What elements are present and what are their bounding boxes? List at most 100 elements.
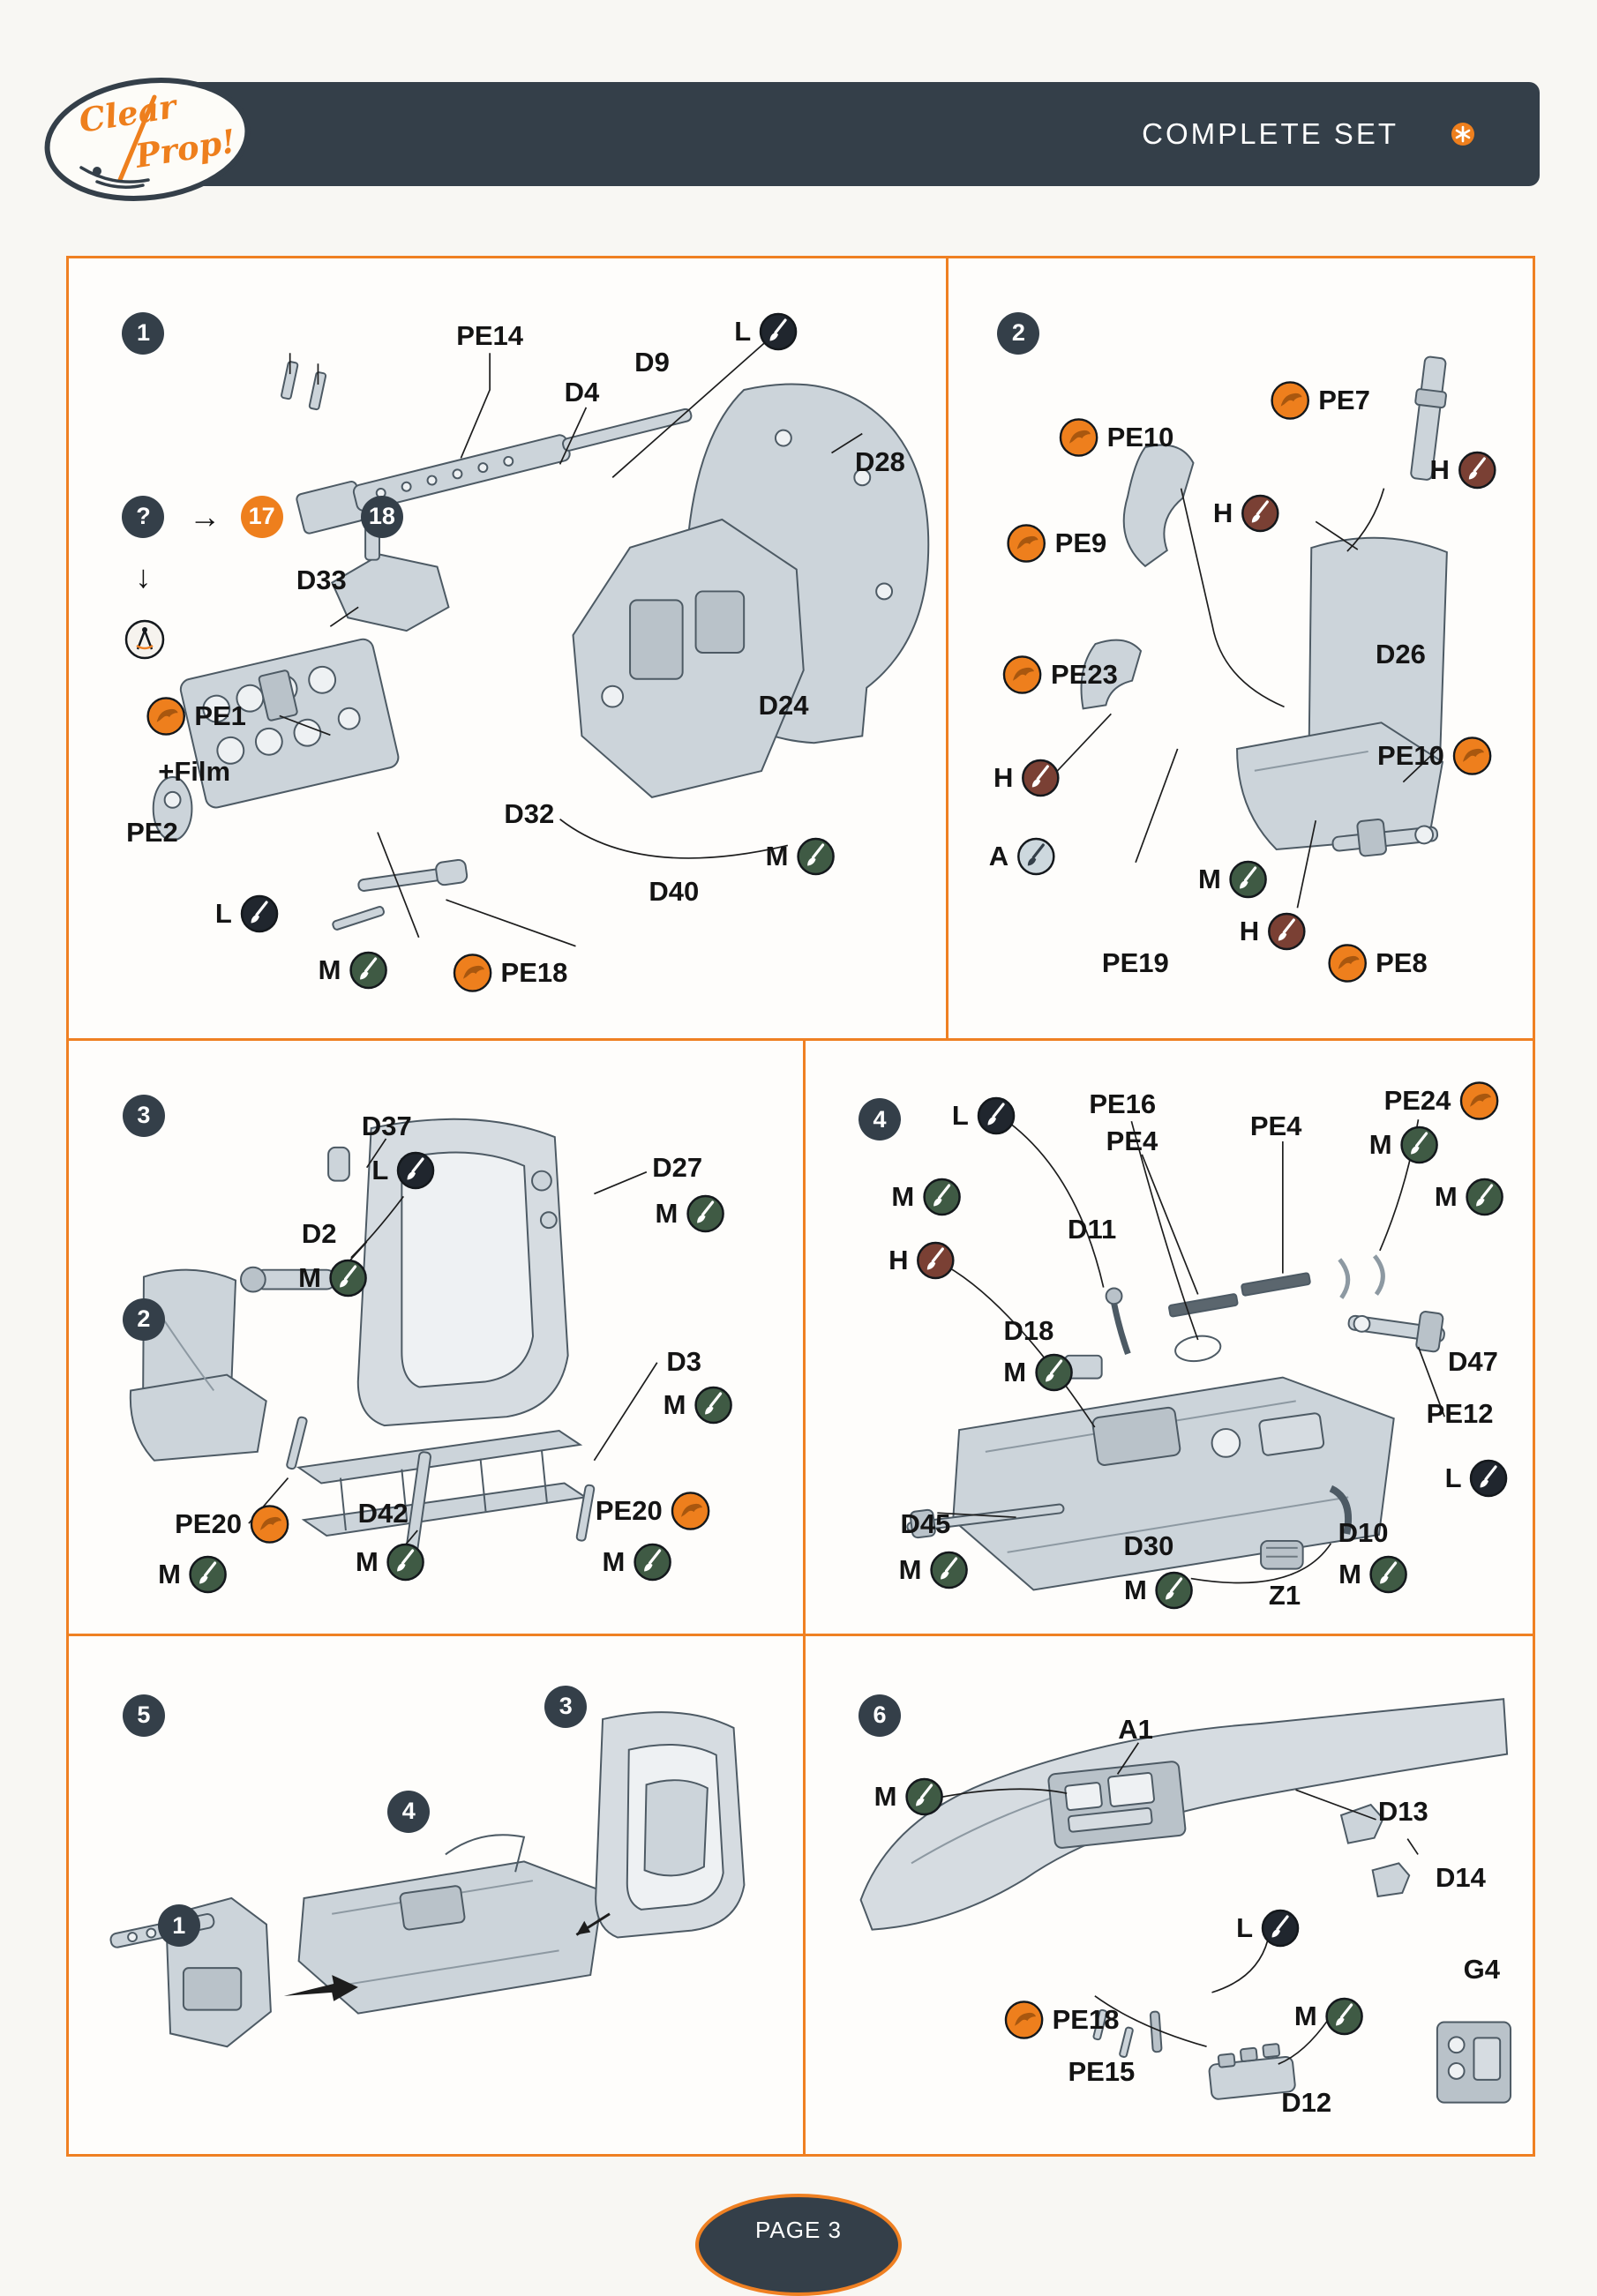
- photoetch-icon: [1003, 655, 1042, 694]
- ref-number-badge: 3: [544, 1685, 588, 1728]
- pe-code: PE24: [1383, 1084, 1451, 1116]
- page-number-label: PAGE 3: [754, 2217, 842, 2243]
- paint-callout: M: [158, 1555, 228, 1594]
- paint-callout: L: [215, 894, 279, 933]
- photoetch-icon: [671, 1492, 710, 1530]
- photoetch-icon: [146, 697, 186, 736]
- pe-code: PE1: [194, 699, 246, 731]
- pe-callout: PE1: [146, 696, 246, 737]
- paint-brush-icon: [797, 837, 835, 876]
- part-label: D32: [504, 798, 555, 830]
- pe-callout: PE18: [453, 953, 567, 993]
- paint-brush-icon: [1267, 912, 1306, 951]
- paint-brush-icon: [1034, 1354, 1073, 1392]
- paint-code: A: [988, 841, 1009, 872]
- part-label: D24: [758, 689, 809, 721]
- paint-brush-icon: [905, 1777, 943, 1816]
- part-label: PE19: [1101, 947, 1169, 979]
- part-label: D33: [296, 565, 347, 596]
- part-label: G4: [1463, 1954, 1500, 1986]
- ref-number-badge: 1: [157, 1904, 200, 1948]
- part-label: D9: [634, 346, 670, 378]
- paint-callout: L: [952, 1096, 1016, 1135]
- pe-code: PE18: [1052, 2003, 1120, 2035]
- paint-code: L: [734, 316, 752, 348]
- paint-brush-icon: [397, 1151, 435, 1190]
- paint-code: M: [158, 1559, 182, 1590]
- pe-code: PE8: [1376, 947, 1428, 979]
- paint-code: M: [765, 841, 789, 872]
- part-label: D37: [361, 1110, 412, 1141]
- pe-code: PE7: [1318, 384, 1370, 415]
- photoetch-icon: [1459, 1081, 1499, 1120]
- paint-code: L: [1444, 1462, 1462, 1493]
- part-label: Z1: [1268, 1579, 1301, 1611]
- asterisk-icon: [1451, 123, 1474, 146]
- pe-callout: PE20: [596, 1491, 711, 1531]
- paint-code: M: [663, 1389, 686, 1421]
- part-label: D30: [1123, 1529, 1174, 1561]
- part-label: D40: [649, 875, 700, 907]
- part-label: D13: [1377, 1795, 1428, 1827]
- part-label: A1: [1118, 1714, 1153, 1746]
- pe-callout: PE10: [1059, 417, 1173, 458]
- step-number-badge: 1: [122, 311, 165, 355]
- paint-brush-icon: [349, 951, 387, 990]
- paint-callout: M: [356, 1543, 425, 1582]
- photoetch-icon: [1328, 944, 1367, 983]
- part-label: D42: [357, 1497, 409, 1529]
- part-label: D10: [1338, 1516, 1389, 1548]
- step-number-badge: 4: [858, 1098, 902, 1141]
- paint-code: H: [888, 1244, 909, 1275]
- paint-callout: L: [371, 1151, 435, 1190]
- part-label: +Film: [158, 755, 231, 787]
- paint-code: M: [355, 1545, 379, 1577]
- pe-callout: PE7: [1270, 380, 1370, 421]
- diagram-step-6: [859, 1698, 1512, 2104]
- paint-brush-icon: [240, 894, 278, 932]
- paint-callout: H: [1240, 912, 1306, 951]
- paint-code: H: [993, 761, 1014, 793]
- step-number-badge: 2: [997, 311, 1040, 355]
- part-label: D27: [652, 1152, 703, 1184]
- pe-code: PE20: [175, 1507, 242, 1539]
- paint-callout: M: [1294, 1997, 1364, 2036]
- diagram-step-2: [1053, 355, 1448, 909]
- paint-code: H: [1212, 497, 1233, 529]
- pe-code: PE20: [595, 1494, 663, 1526]
- part-label: D3: [666, 1345, 702, 1377]
- ref-number-badge: 4: [387, 1790, 431, 1833]
- part-label: D26: [1375, 639, 1426, 670]
- part-label: PE4: [1249, 1111, 1302, 1142]
- clearprop-logo: Clear Prop!: [35, 64, 263, 220]
- paint-code: H: [1429, 453, 1450, 485]
- compass-tool-icon: [125, 620, 165, 660]
- part-label: D4: [564, 377, 600, 408]
- paint-code: M: [1368, 1128, 1392, 1160]
- paint-callout: H: [1430, 451, 1496, 490]
- flow-arrow: →: [189, 497, 221, 535]
- paint-code: M: [898, 1554, 922, 1586]
- paint-code: M: [1434, 1181, 1458, 1213]
- part-label: D14: [1435, 1861, 1486, 1893]
- paint-code: L: [951, 1100, 969, 1132]
- photoetch-icon: [251, 1504, 289, 1544]
- paint-code: M: [318, 954, 341, 986]
- part-label: PE12: [1426, 1398, 1494, 1430]
- pe-callout: PE9: [1007, 523, 1106, 564]
- photoetch-icon: [1007, 523, 1046, 563]
- part-label: D18: [1003, 1314, 1054, 1346]
- part-label: PE4: [1106, 1126, 1158, 1157]
- paint-code: L: [1236, 1912, 1254, 1944]
- paint-callout: M: [1198, 860, 1268, 899]
- part-label: PE14: [456, 319, 524, 351]
- paint-callout: M: [603, 1543, 672, 1582]
- paint-code: M: [1293, 2000, 1317, 2031]
- paint-brush-icon: [1241, 494, 1279, 533]
- paint-callout: L: [1445, 1459, 1509, 1498]
- paint-brush-icon: [1261, 1909, 1300, 1948]
- part-label: D11: [1068, 1214, 1117, 1245]
- paint-brush-icon: [1470, 1459, 1508, 1498]
- paint-code: L: [371, 1155, 389, 1186]
